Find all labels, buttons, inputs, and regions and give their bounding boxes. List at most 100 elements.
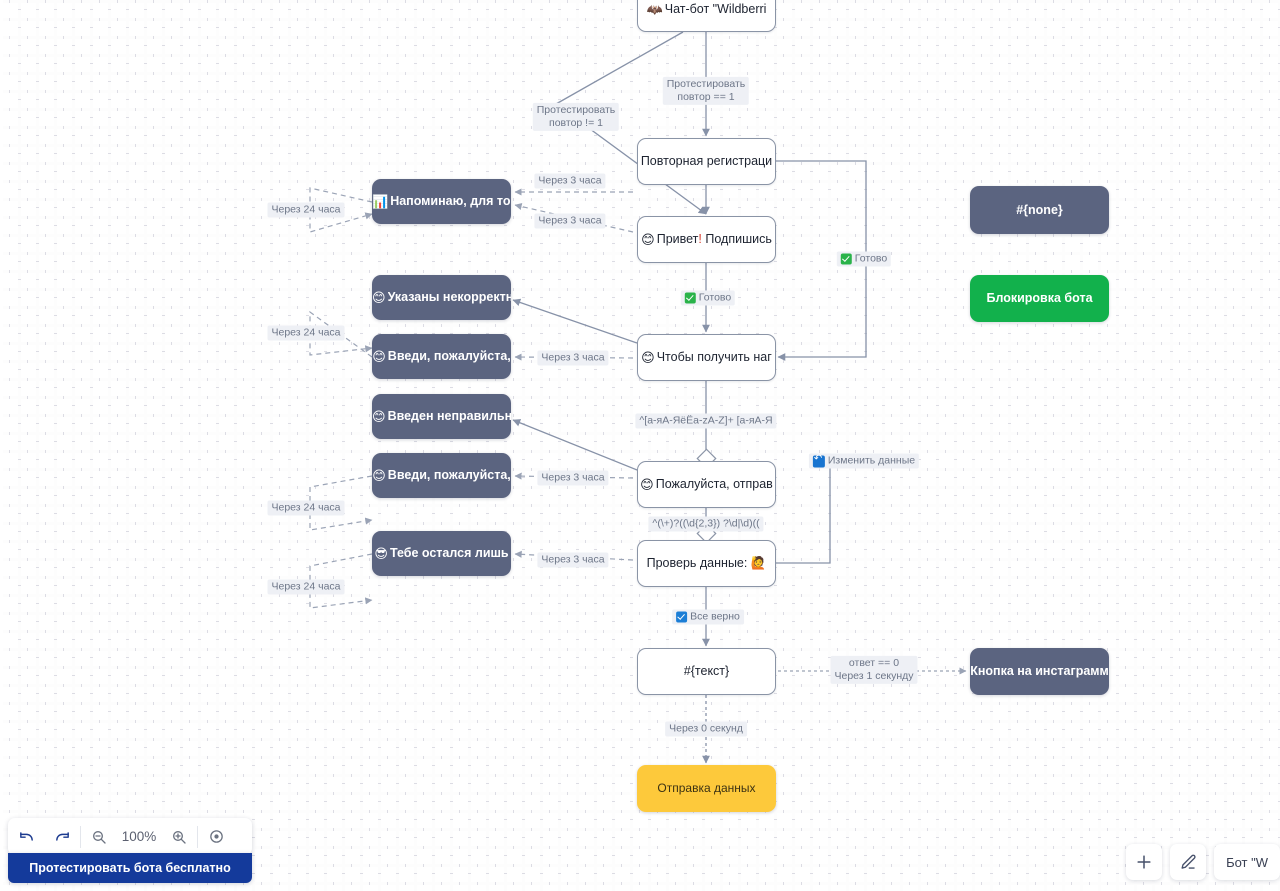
node-emoji-icon: 😊 [372,349,386,364]
edge-label-3h-3: Через 3 часа [537,350,609,366]
toolbar-divider-2 [197,825,198,848]
node-emoji-icon: 😊 [641,350,655,365]
edge-label-3h-4: Через 3 часа [537,470,609,486]
zoom-level-value: 100% [121,829,157,844]
node-emoji-icon: 😎 [374,546,388,561]
flow-node-none[interactable]: #{none} [970,186,1109,234]
node-emoji-icon: 😊 [372,468,386,483]
checkbox-green-icon [684,292,696,304]
edge-label-text: Готово [698,291,732,304]
edge-label-text: Через 3 часа [538,174,602,187]
edge-label-text: Все верно [690,610,740,623]
flow-node-wrong[interactable]: 😊Введен неправильны [372,394,511,439]
toolbar-divider-1 [80,825,81,848]
edge-label-regex-name: ^[а-яА-ЯёЁa-zA-Z]+ [а-яА-Я [635,413,777,429]
node-emoji-icon: 😊 [640,477,654,492]
node-label: #{текст} [683,664,730,679]
flow-node-insta[interactable]: Кнопка на инстаграмм [970,648,1109,695]
edge-label-ready-2: Готово [836,251,892,267]
flow-node-block[interactable]: Блокировка бота [970,275,1109,322]
bot-name-chip[interactable]: Бот "W [1214,844,1280,880]
canvas-left-edge [0,0,3,891]
test-bot-free-button[interactable]: Протестировать бота бесплатно [8,853,252,883]
edge-label-ready-1: Готово [680,290,736,306]
flow-node-check[interactable]: Проверь данные: 🙋 [637,540,776,587]
zoom-in-icon[interactable] [161,818,197,855]
edge-label-text: Изменить данные [827,454,916,467]
node-label: #{none} [1016,202,1063,217]
redo-icon[interactable] [44,818,80,855]
edge-label-text: Через 24 часа [271,580,341,593]
zoom-toolbar: 100% [8,818,252,855]
edge-label-text: Через 3 часа [541,471,605,484]
flow-node-enter2[interactable]: 😊Введи, пожалуйста, [372,453,511,498]
edge-label-24h-2: Через 24 часа [267,325,345,341]
bottom-right-controls: Бот "W [1126,844,1280,880]
edge-label-text: Готово [854,252,888,265]
flow-node-reward[interactable]: 😊Чтобы получить наг [637,334,776,381]
node-emoji-icon: 😊 [641,232,655,247]
edge-label-regex-tel: ^(\+)?((\d{2,3}) ?\d|\d)(( [648,516,764,532]
edge-label-24h-1: Через 24 часа [267,202,345,218]
node-label: Отправка данных [657,781,756,795]
plus-icon[interactable] [1126,844,1163,880]
node-emoji-icon: 📊 [372,194,389,209]
node-label: Введен неправильны [387,409,511,424]
flow-node-send[interactable]: 😊Пожалуйста, отправ [637,461,776,508]
node-label: Указаны некорректн [387,290,511,305]
node-label: Чат-бот "Wildberri [664,1,767,16]
edge-label-text: Через 24 часа [271,501,341,514]
edge-label-text: Через 24 часа [271,203,341,216]
edge-label-text: Через 24 часа [271,326,341,339]
edge-label-0sec: Через 0 секунд [665,721,747,737]
node-emoji-icon: 😊 [372,409,386,424]
node-emoji-icon: 😊 [372,290,386,305]
edge-label-change: Изменить данные [808,453,920,469]
target-icon[interactable] [198,818,234,855]
edge-label-text: ^(\+)?((\d{2,3}) ?\d|\d)(( [652,517,760,530]
checkbox-blue-icon [676,611,688,623]
flow-node-chatbot[interactable]: 🦇Чат-бот "Wildberri [637,0,776,32]
flow-node-repeat[interactable]: Повторная регистраци [637,138,776,185]
flow-node-remind[interactable]: 📊Напоминаю, для тог [372,179,511,224]
undo-icon[interactable] [8,818,44,855]
edge-label-text: Протестировать повтор == 1 [666,77,746,103]
edge-label-text: ответ == 0 Через 1 секунду [834,656,914,682]
node-label: Проверь данные: 🙋 [646,556,767,571]
edge-label-3h-1: Через 3 часа [534,173,606,189]
node-label: Кнопка на инстаграмм [970,664,1109,679]
flow-node-left[interactable]: 😎Тебе остался лишь [372,531,511,576]
edge-label-answer0: ответ == 0 Через 1 секунду [830,655,918,685]
edge-label-text: Через 3 часа [541,553,605,566]
zoom-out-icon[interactable] [81,818,117,855]
edge-label-24h-4: Через 24 часа [267,579,345,595]
node-label: Привет! Подпишись [656,232,772,247]
edge-label-24h-3: Через 24 часа [267,500,345,516]
node-label: Блокировка бота [986,291,1093,306]
edge-label-text: Протестировать повтор != 1 [536,103,616,129]
edge-label-text: Через 0 секунд [669,722,743,735]
node-label: Повторная регистраци [640,154,773,169]
edge-label-text: Через 3 часа [541,351,605,364]
node-label: Напоминаю, для тог [390,194,511,209]
edge-label-text: ^[а-яА-ЯёЁa-zA-Z]+ [а-яА-Я [639,414,773,427]
flow-node-enter1[interactable]: 😊Введи, пожалуйста, [372,334,511,379]
node-label: Чтобы получить наг [656,350,772,365]
checkbox-green-icon [840,253,852,265]
flow-node-incorrect[interactable]: 😊Указаны некорректн [372,275,511,320]
edge-label-allok: Все верно [672,609,744,625]
pencil-icon[interactable] [1170,844,1207,880]
edge-label-3h-2: Через 3 часа [534,213,606,229]
flow-node-hello[interactable]: 😊Привет! Подпишись [637,216,776,263]
node-label: Введи, пожалуйста, [387,468,511,483]
edge-label-test-ne1: Протестировать повтор != 1 [532,102,620,132]
edge-label-3h-5: Через 3 часа [537,552,609,568]
flow-node-text[interactable]: #{текст} [637,648,776,695]
node-emoji-icon: 🦇 [646,1,663,17]
flow-node-senddata[interactable]: Отправка данных [637,765,776,812]
edit-data-icon [812,453,825,467]
node-label: Пожалуйста, отправ [655,477,773,492]
node-label: Тебе остался лишь [389,546,509,561]
node-label: Введи, пожалуйста, [387,349,511,364]
